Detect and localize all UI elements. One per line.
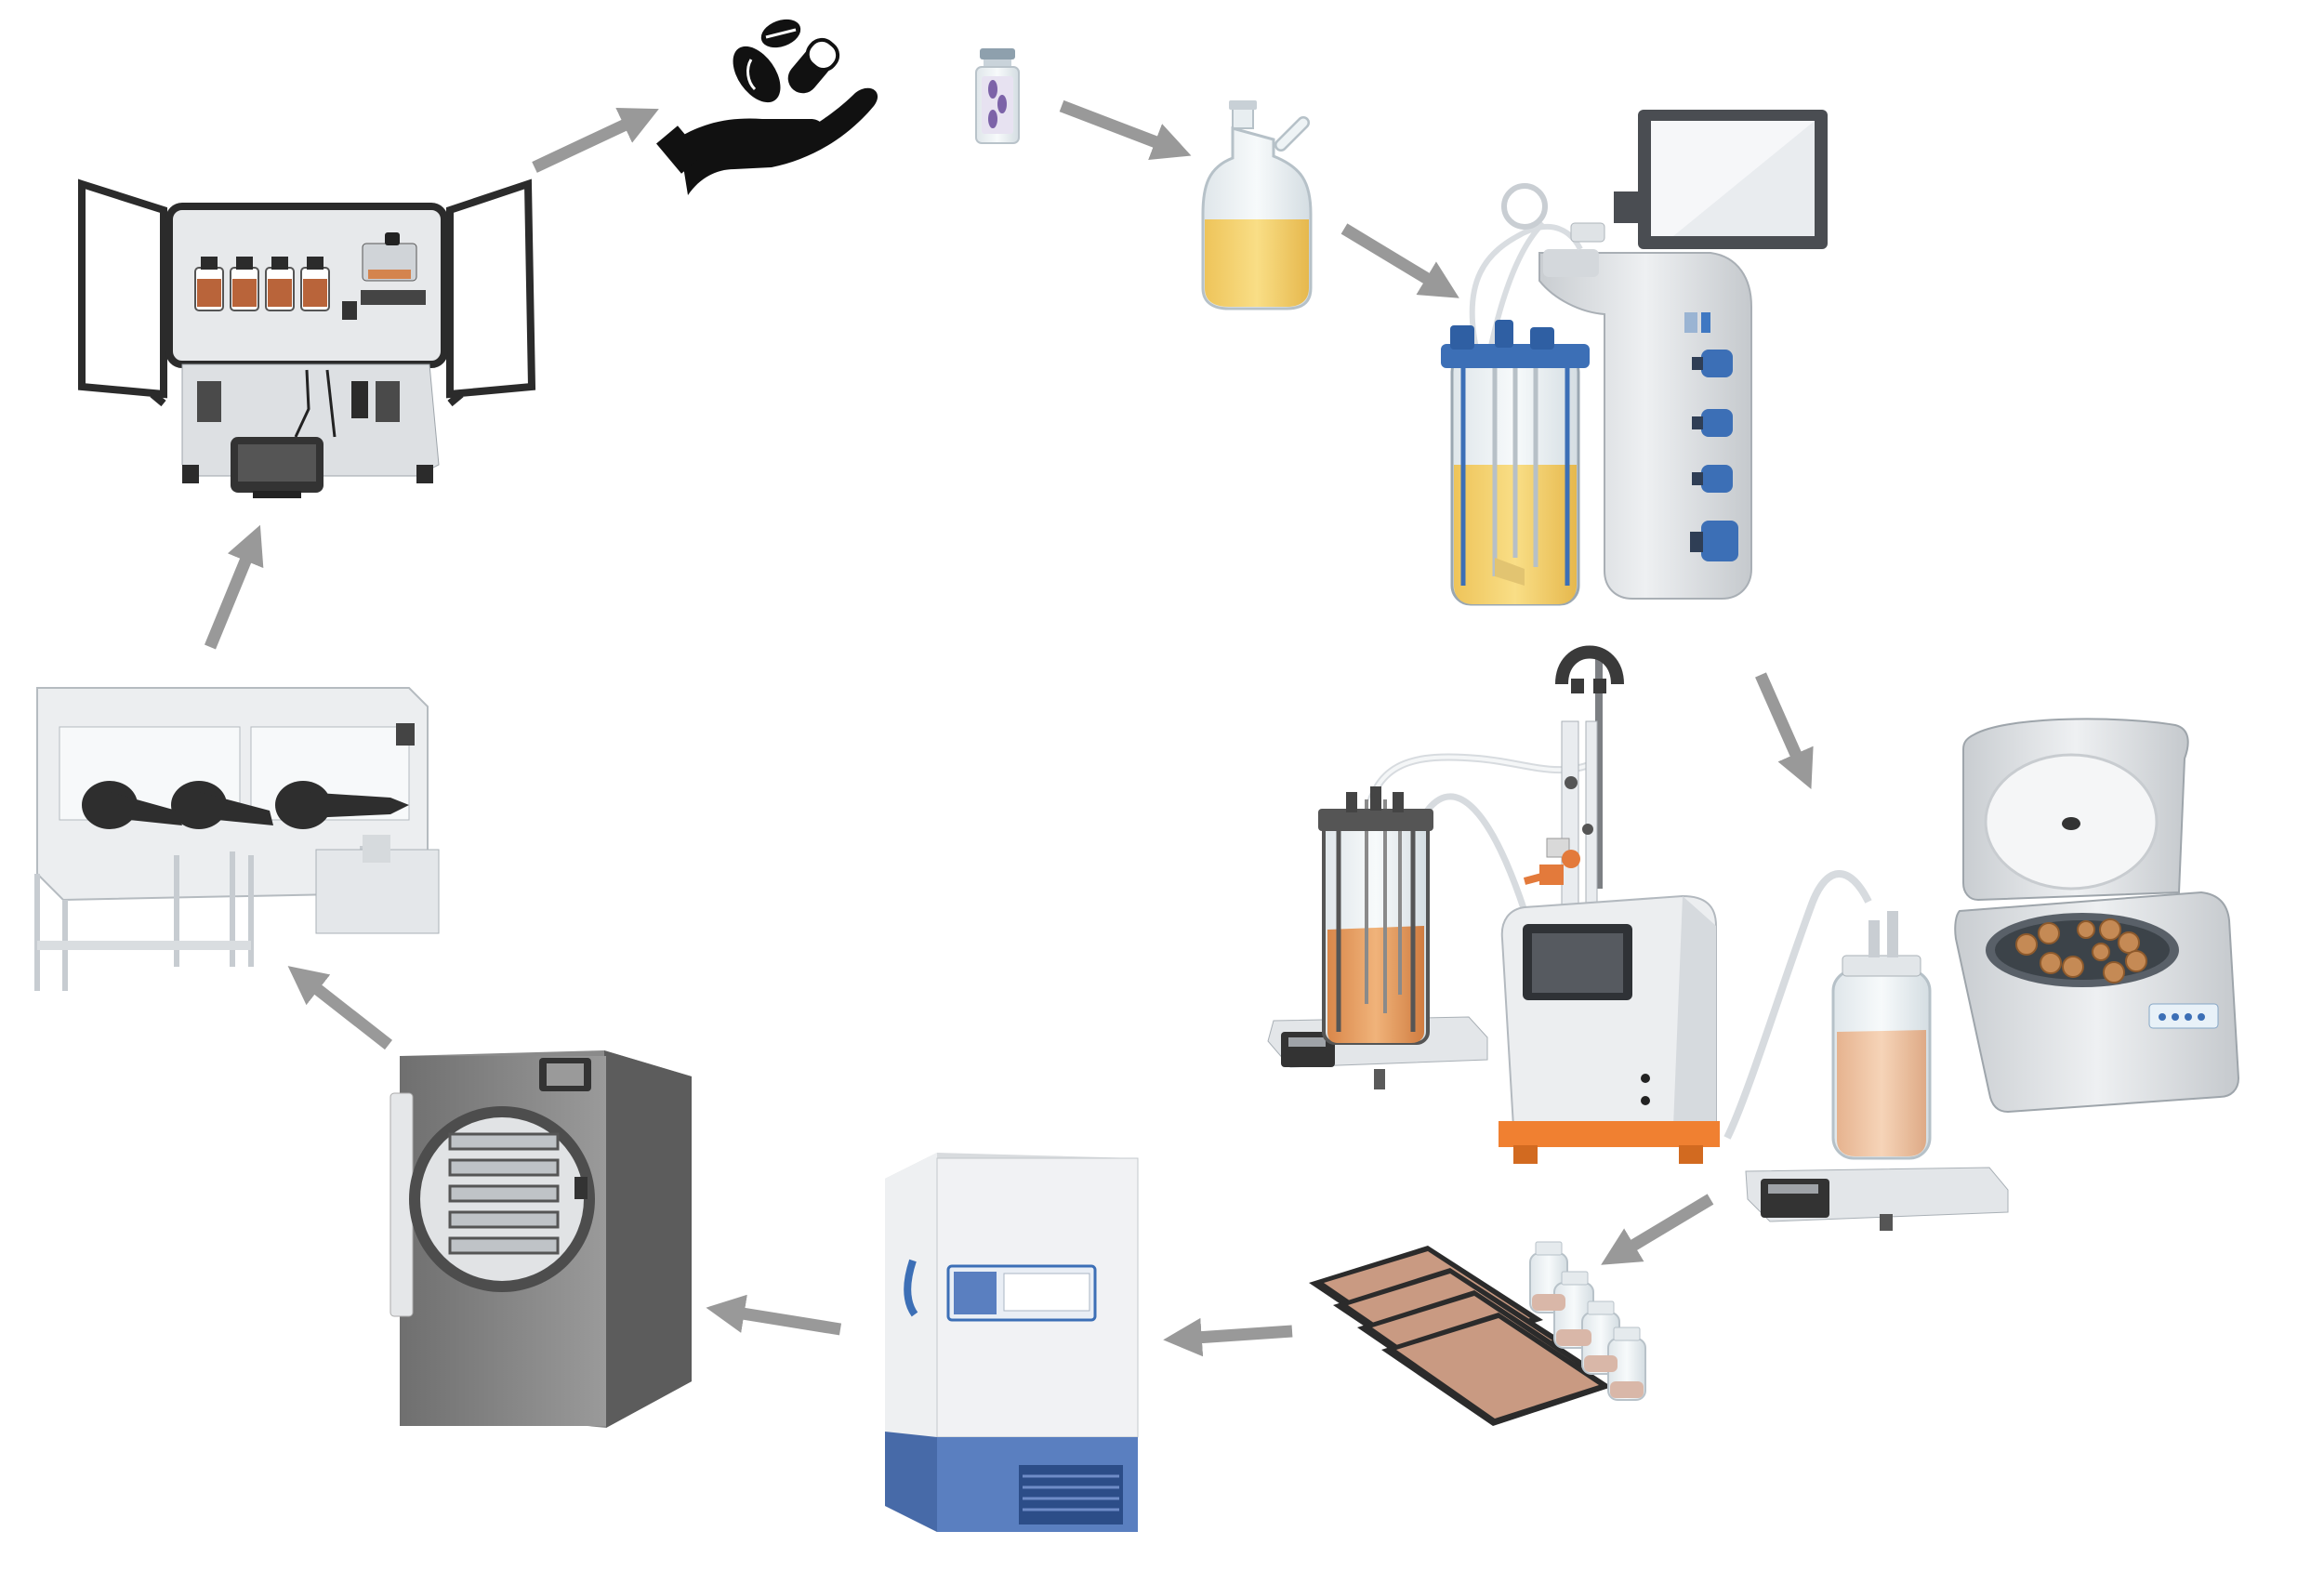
arrow-bioreactor-to-harvest [1761, 675, 1803, 772]
freeze-dryer-icon [390, 1050, 692, 1428]
arrow-freezedryer-to-glovebox [303, 978, 389, 1045]
arrow-freezer-to-freezedryer [725, 1311, 840, 1329]
hand-pills-icon [656, 14, 878, 195]
trays-vials-icon [1309, 1242, 1645, 1426]
bioreactor-icon [1441, 110, 1828, 604]
cabinet-icon [82, 184, 532, 498]
vial-icon [976, 48, 1019, 143]
arrow-vial-to-flask [1062, 106, 1173, 149]
flask-icon [1203, 100, 1311, 309]
arrow-flask-to-bioreactor [1344, 229, 1443, 288]
glovebox-icon [37, 688, 439, 991]
arrow-trays-to-freezer [1182, 1331, 1292, 1339]
arrow-cabinet-to-hand [535, 117, 641, 167]
arrow-glovebox-to-cabinet [210, 543, 253, 647]
freezer-icon [885, 1153, 1138, 1532]
perfusion-reactor-icon [1268, 653, 1720, 1165]
arrow-harvest-to-trays [1618, 1199, 1710, 1255]
centrifuge-icon [1955, 719, 2238, 1112]
